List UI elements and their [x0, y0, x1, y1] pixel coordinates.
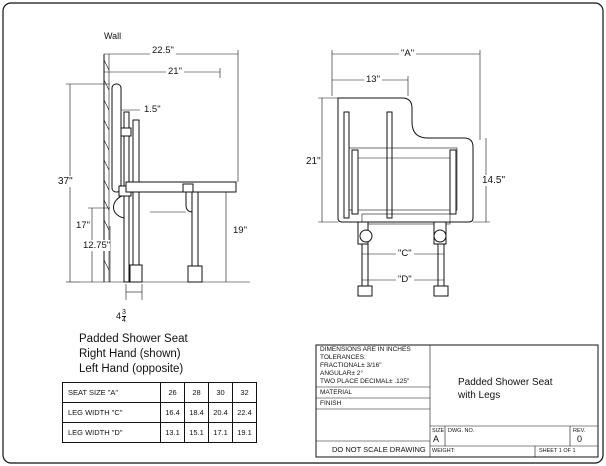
rear-bend — [113, 194, 125, 219]
tolerance-line: DIMENSIONS ARE IN INCHES — [320, 346, 411, 353]
frame-side-right — [449, 149, 457, 215]
title-block-lines — [315, 344, 599, 458]
top-foot-left — [357, 285, 373, 297]
tolerance-line: FRACTIONAL± 3/16" — [320, 362, 382, 369]
dim-label-c: "C" — [396, 248, 414, 259]
dwg-no-label: DWG. NO. — [448, 428, 475, 434]
tolerance-line: ANGULAR± 2° — [320, 370, 364, 377]
sheet-label: SHEET 1 OF 1 — [539, 448, 576, 454]
description-line: Padded Shower Seat — [79, 333, 188, 345]
rear-leg — [132, 119, 140, 283]
material-label: MATERIAL — [320, 389, 353, 396]
table-row: LEG WIDTH "C" 16.4 18.4 20.4 22.4 — [62, 402, 257, 423]
table-cell: 17.1 — [208, 422, 233, 443]
bolt-left — [359, 229, 373, 243]
description-line: Right Hand (shown) — [79, 348, 181, 360]
seat-clamp — [182, 183, 194, 193]
dim-label-13: 13" — [364, 74, 382, 85]
drawing-title-line: with Legs — [458, 390, 501, 401]
seat-frame — [348, 147, 458, 211]
dim-label-1-5: 1.5" — [144, 104, 161, 115]
dim-label-17: 17" — [76, 220, 90, 231]
table-cell: 16.4 — [160, 402, 185, 423]
weight-label: WEIGHT: — [432, 448, 455, 454]
dim-label-37: 37" — [58, 176, 73, 187]
size-label: SIZE — [432, 428, 445, 434]
spec-table: SEAT SIZE "A" 26 28 30 32 LEG WIDTH "C" … — [62, 382, 257, 443]
no-scale-note: DO NOT SCALE DRAWING — [332, 445, 426, 454]
drawing-title-line: Padded Shower Seat — [458, 377, 553, 388]
table-cell: 30 — [208, 382, 233, 403]
tolerance-line: TWO PLACE DECIMAL± .125" — [320, 378, 410, 385]
table-row: SEAT SIZE "A" 26 28 30 32 — [62, 382, 257, 403]
table-cell: 28 — [184, 382, 209, 403]
rear-upright — [123, 111, 130, 283]
seat-outline — [337, 97, 474, 223]
dim-4-75-num: 3 — [122, 309, 126, 317]
back-pad — [111, 83, 122, 193]
table-cell: 22.4 — [232, 402, 257, 423]
table-cell: 19.1 — [232, 422, 257, 443]
back-rail-right — [386, 111, 393, 219]
seat-pad — [125, 181, 237, 193]
dim-label-12-75: 12.75" — [83, 240, 111, 251]
size-value: A — [433, 434, 440, 444]
row-label: LEG WIDTH "D" — [62, 422, 161, 443]
table-row: LEG WIDTH "D" 13.1 15.1 17.1 19.1 — [62, 422, 257, 443]
table-cell: 26 — [160, 382, 185, 403]
side-view — [66, 50, 250, 300]
rev-label: REV. — [573, 428, 586, 434]
dim-label-14-5: 14.5" — [482, 175, 506, 186]
table-cell: 32 — [232, 382, 257, 403]
hinge-bracket — [120, 127, 132, 137]
dim-4-75-whole: 4 — [116, 310, 122, 321]
dim-label-a: "A" — [399, 48, 417, 59]
dim-label-21: 21" — [166, 66, 184, 77]
description-line: Left Hand (opposite) — [79, 363, 184, 375]
top-view — [318, 50, 490, 297]
back-rail-left — [343, 111, 350, 219]
dim-label-19: 19" — [233, 225, 247, 236]
frame-side-left — [351, 149, 359, 215]
rev-value: 0 — [577, 434, 583, 444]
front-foot — [187, 265, 203, 283]
rear-foot — [129, 264, 143, 283]
wall-label: Wall — [104, 31, 122, 41]
row-label: SEAT SIZE "A" — [62, 382, 161, 403]
top-foot-right — [433, 285, 449, 297]
dim-label-22-5: 22.5" — [150, 45, 176, 56]
tolerance-line: TOLERANCES: — [320, 354, 366, 361]
dim-label-d: "D" — [396, 274, 414, 285]
dim-4-75-den: 4 — [122, 317, 126, 324]
table-cell: 18.4 — [184, 402, 209, 423]
finish-label: FINISH — [320, 400, 342, 407]
dim-label-top-21: 21" — [306, 156, 321, 167]
table-cell: 15.1 — [184, 422, 209, 443]
table-cell: 13.1 — [160, 422, 185, 443]
table-cell: 20.4 — [208, 402, 233, 423]
leg-crossbar — [361, 213, 451, 225]
row-label: LEG WIDTH "C" — [62, 402, 161, 423]
bolt-right — [433, 229, 447, 243]
